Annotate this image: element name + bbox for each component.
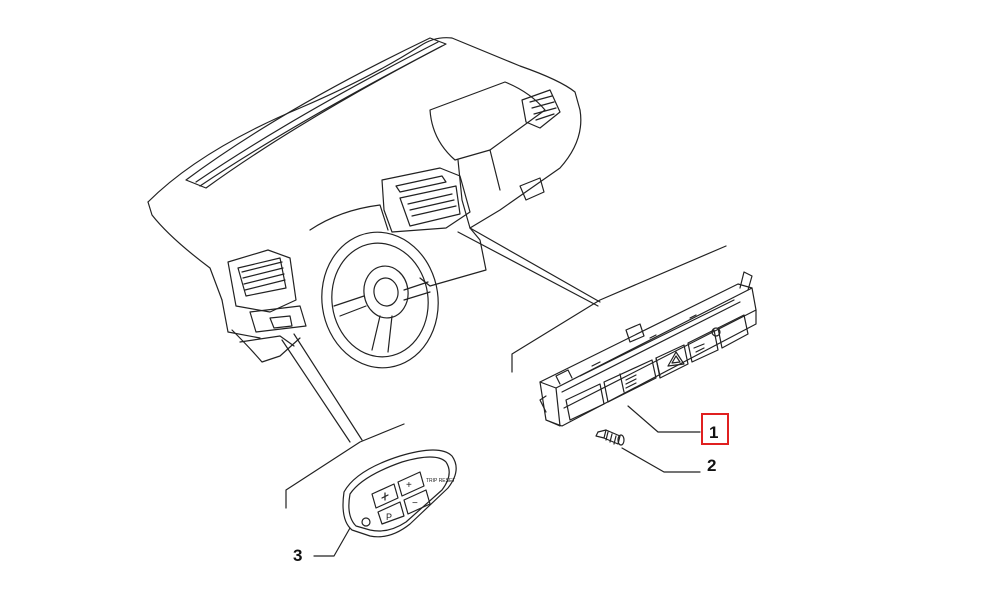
part-number-2: 2 [707,456,717,475]
plus-icon: + [406,480,412,491]
steering-wheel [321,231,439,369]
keypad [342,449,457,538]
minus-icon: − [412,498,418,509]
dashboard-outline [147,37,582,369]
switch-panel [539,271,757,427]
screw [595,429,625,446]
leader-lines [281,227,727,557]
part-number-1: 1 [709,423,719,442]
part-number-3: 3 [293,546,303,565]
part-1-highlight-box [701,413,729,445]
parking-icon: P [386,512,392,522]
hazard-triangle-icon [667,351,685,367]
mode-text: TRIP RESET [426,478,455,484]
